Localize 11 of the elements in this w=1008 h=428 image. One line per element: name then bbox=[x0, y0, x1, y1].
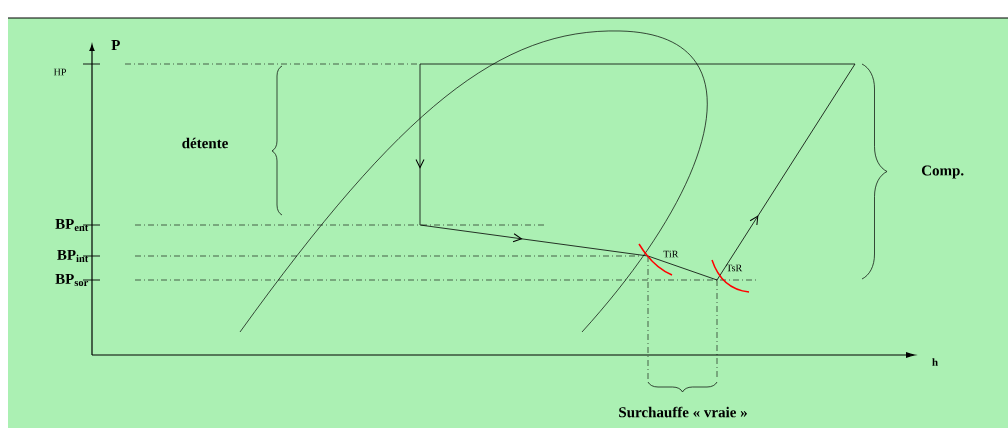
point-label: TiR bbox=[663, 250, 679, 258]
tick-label: BP$_{sor}$ bbox=[55, 273, 89, 287]
tick-label: BP$_{ent}$ bbox=[55, 218, 89, 232]
tick-label: BP$_{int}$ bbox=[57, 249, 89, 263]
axis-label: h bbox=[932, 358, 938, 366]
point-label: TsR bbox=[726, 264, 743, 272]
brace-label: Surchauffe « vraie » bbox=[619, 406, 747, 418]
brace-label: Comp. bbox=[921, 165, 964, 179]
brace-label: détente bbox=[182, 137, 228, 149]
axis-label: P bbox=[111, 40, 120, 50]
tick-label: HP bbox=[53, 68, 66, 76]
